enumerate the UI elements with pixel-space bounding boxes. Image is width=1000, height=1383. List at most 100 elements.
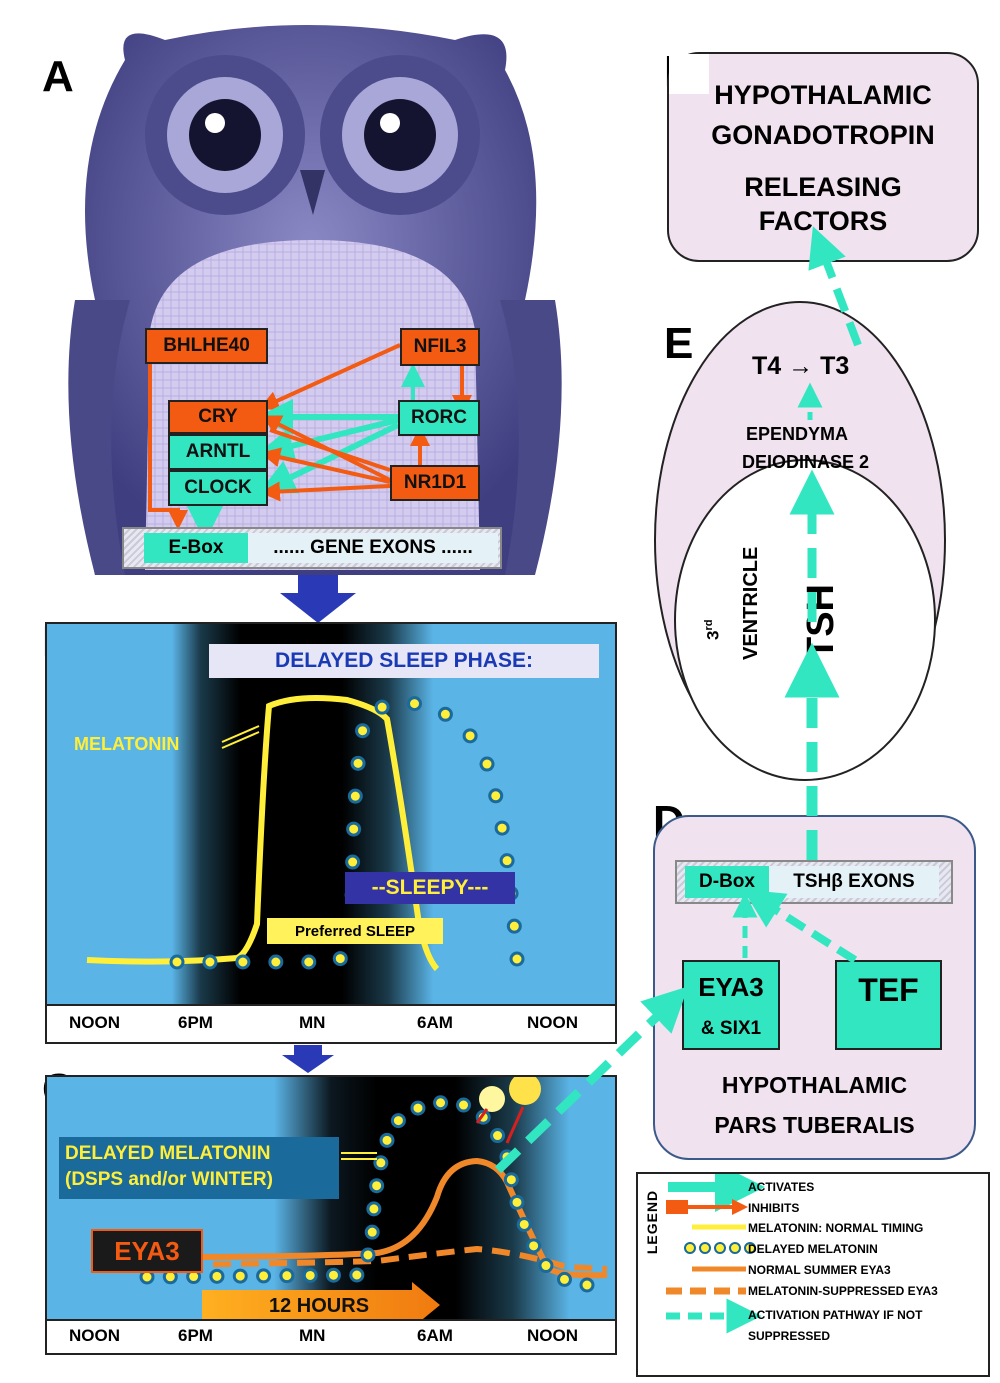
arrow-b-to-c	[282, 1045, 334, 1073]
delayed-melatonin-dot	[506, 918, 522, 934]
gene-arntl: ARNTL	[168, 434, 268, 470]
gene-bhlhe40: BHLHE40	[145, 328, 268, 364]
tick-b-3: 6AM	[417, 1013, 453, 1032]
delayed-melatonin-dot	[494, 820, 510, 836]
tick-b-0: NOON	[69, 1013, 120, 1032]
delayed-melatonin-dot	[379, 1132, 395, 1148]
delayed-melatonin-dot	[516, 1216, 532, 1232]
delayed-melatonin-dot	[332, 951, 348, 967]
delayed-melatonin-line1: DELAYED MELATONIN	[65, 1143, 271, 1164]
gene-nfil3: NFIL3	[400, 328, 480, 366]
delayed-melatonin-dot	[373, 1155, 389, 1171]
delayed-melatonin-dot	[232, 1268, 248, 1284]
tick-c-2: MN	[299, 1326, 326, 1345]
eya3-label-d: EYA3	[698, 972, 764, 1002]
delayed-melatonin-dot	[526, 1238, 542, 1254]
delayed-melatonin-dot	[433, 1095, 449, 1111]
delayed-melatonin-dot	[369, 1178, 385, 1194]
delayed-melatonin-dot	[202, 954, 218, 970]
delayed-melatonin-dot	[490, 1128, 506, 1144]
deiodinase-label: DEIODINASE 2	[742, 452, 870, 472]
eya3-six1-box: EYA3 & SIX1	[682, 960, 780, 1050]
tick-c-4: NOON	[527, 1326, 578, 1345]
panel-e-ellipses	[654, 301, 946, 781]
delayed-melatonin-dot	[235, 954, 251, 970]
melatonin-label: MELATONIN	[74, 734, 180, 754]
lightbulb-icon-1	[479, 1086, 505, 1112]
delayed-melatonin-dot	[556, 1271, 572, 1287]
legend-title: LEGEND	[644, 1189, 661, 1255]
legend-inhibits-swatch	[666, 1200, 688, 1214]
delayed-melatonin-dot	[410, 1100, 426, 1116]
delayed-melatonin-dot	[279, 1268, 295, 1284]
tef-box: TEF	[835, 960, 942, 1050]
panel-b-title: DELAYED SLEEP PHASE:	[209, 644, 599, 678]
third-suffix: rd	[703, 619, 715, 631]
delayed-melatonin-dot	[479, 756, 495, 772]
preferred-sleep-label: Preferred SLEEP	[267, 918, 443, 944]
gene-cry: CRY	[168, 400, 268, 434]
gene-clock: CLOCK	[168, 470, 268, 506]
twelve-hours-arrow	[202, 1282, 440, 1328]
twelve-hours-label: 12 HOURS	[269, 1295, 370, 1317]
delayed-melatonin-dot	[169, 954, 185, 970]
tick-b-1: 6PM	[178, 1013, 213, 1032]
delayed-melatonin-dot	[256, 1268, 272, 1284]
delayed-melatonin-dot	[355, 723, 371, 739]
panel-label-e: E	[664, 319, 694, 368]
gene-rorc: RORC	[398, 400, 480, 436]
delayed-melatonin-dot	[499, 1149, 515, 1165]
panel-f-line4: FACTORS	[758, 206, 888, 236]
tick-c-3: 6AM	[417, 1326, 453, 1345]
delayed-melatonin-dot	[301, 954, 317, 970]
third-number: 3	[703, 630, 723, 640]
delayed-melatonin-dot	[488, 788, 504, 804]
delayed-melatonin-dot	[579, 1277, 595, 1293]
gene-nr1d1: NR1D1	[390, 465, 480, 501]
delayed-melatonin-dot	[346, 821, 362, 837]
six1-label: & SIX1	[700, 1018, 762, 1039]
delayed-melatonin-line2: (DSPS and/or WINTER)	[65, 1169, 273, 1190]
tick-b-4: NOON	[527, 1013, 578, 1032]
delayed-melatonin-dot	[360, 1247, 376, 1263]
gene-network-arrows	[148, 343, 472, 542]
ebox-label: E-Box	[144, 533, 248, 563]
legend-item-2: MELATONIN: NORMAL TIMING	[748, 1221, 924, 1235]
legend-delayed-dots	[684, 1242, 756, 1254]
panel-f: HYPOTHALAMIC GONADOTROPIN RELEASING FACT…	[667, 52, 979, 262]
legend-item-5: MELATONIN-SUPPRESSED EYA3	[748, 1284, 938, 1298]
delayed-melatonin-dot	[437, 706, 453, 722]
sleepy-label: --SLEEPY---	[345, 872, 515, 904]
time-axis-c: NOON 6PM MN 6AM NOON	[47, 1319, 615, 1353]
delayed-melatonin-dot	[350, 755, 366, 771]
eya3-label-c: EYA3	[91, 1229, 203, 1273]
panel-b: DELAYED SLEEP PHASE: MELATONIN --SLEEPY-…	[45, 622, 617, 1044]
panel-d-title2: PARS TUBERALIS	[714, 1112, 915, 1138]
delayed-melatonin-dot	[302, 1267, 318, 1283]
delayed-melatonin-dot	[347, 788, 363, 804]
panel-d: D-Box TSHβ EXONS EYA3 & SIX1 TEF HYPOTHA…	[653, 815, 976, 1160]
legend-item-0: ACTIVATES	[748, 1180, 815, 1194]
delayed-melatonin-dot	[456, 1097, 472, 1113]
delayed-melatonin-dot	[503, 1172, 519, 1188]
ebox-exons: ...... GENE EXONS ......	[248, 533, 498, 563]
delayed-melatonin-dot	[364, 1224, 380, 1240]
tshb-exons-label: TSHβ EXONS	[769, 866, 939, 898]
time-axis-b: NOON 6PM MN 6AM NOON	[47, 1004, 615, 1042]
legend: LEGEND ACTIVATES INHIBITS MELATONIN: NOR…	[636, 1172, 990, 1377]
third-ventricle-label: VENTRICLE	[740, 547, 763, 660]
delayed-melatonin-dot	[509, 1194, 525, 1210]
t4-t3-label: T4 → T3	[752, 352, 850, 380]
panel-f-line2: GONADOTROPIN	[711, 120, 935, 150]
lightbulb-icon-2	[509, 1077, 541, 1105]
delayed-melatonin-dot	[268, 954, 284, 970]
ebox-gene-bar: E-Box ...... GENE EXONS ......	[122, 527, 502, 569]
tick-b-2: MN	[299, 1013, 326, 1032]
delayed-melatonin-dot	[509, 951, 525, 967]
legend-item-1: INHIBITS	[748, 1201, 800, 1215]
panel-f-line1: HYPOTHALAMIC	[714, 80, 932, 110]
dbox-gene-bar: D-Box TSHβ EXONS	[675, 860, 953, 904]
delayed-melatonin-dot	[462, 728, 478, 744]
delayed-melatonin-dot	[499, 853, 515, 869]
tsh-label: TSH	[800, 584, 842, 660]
